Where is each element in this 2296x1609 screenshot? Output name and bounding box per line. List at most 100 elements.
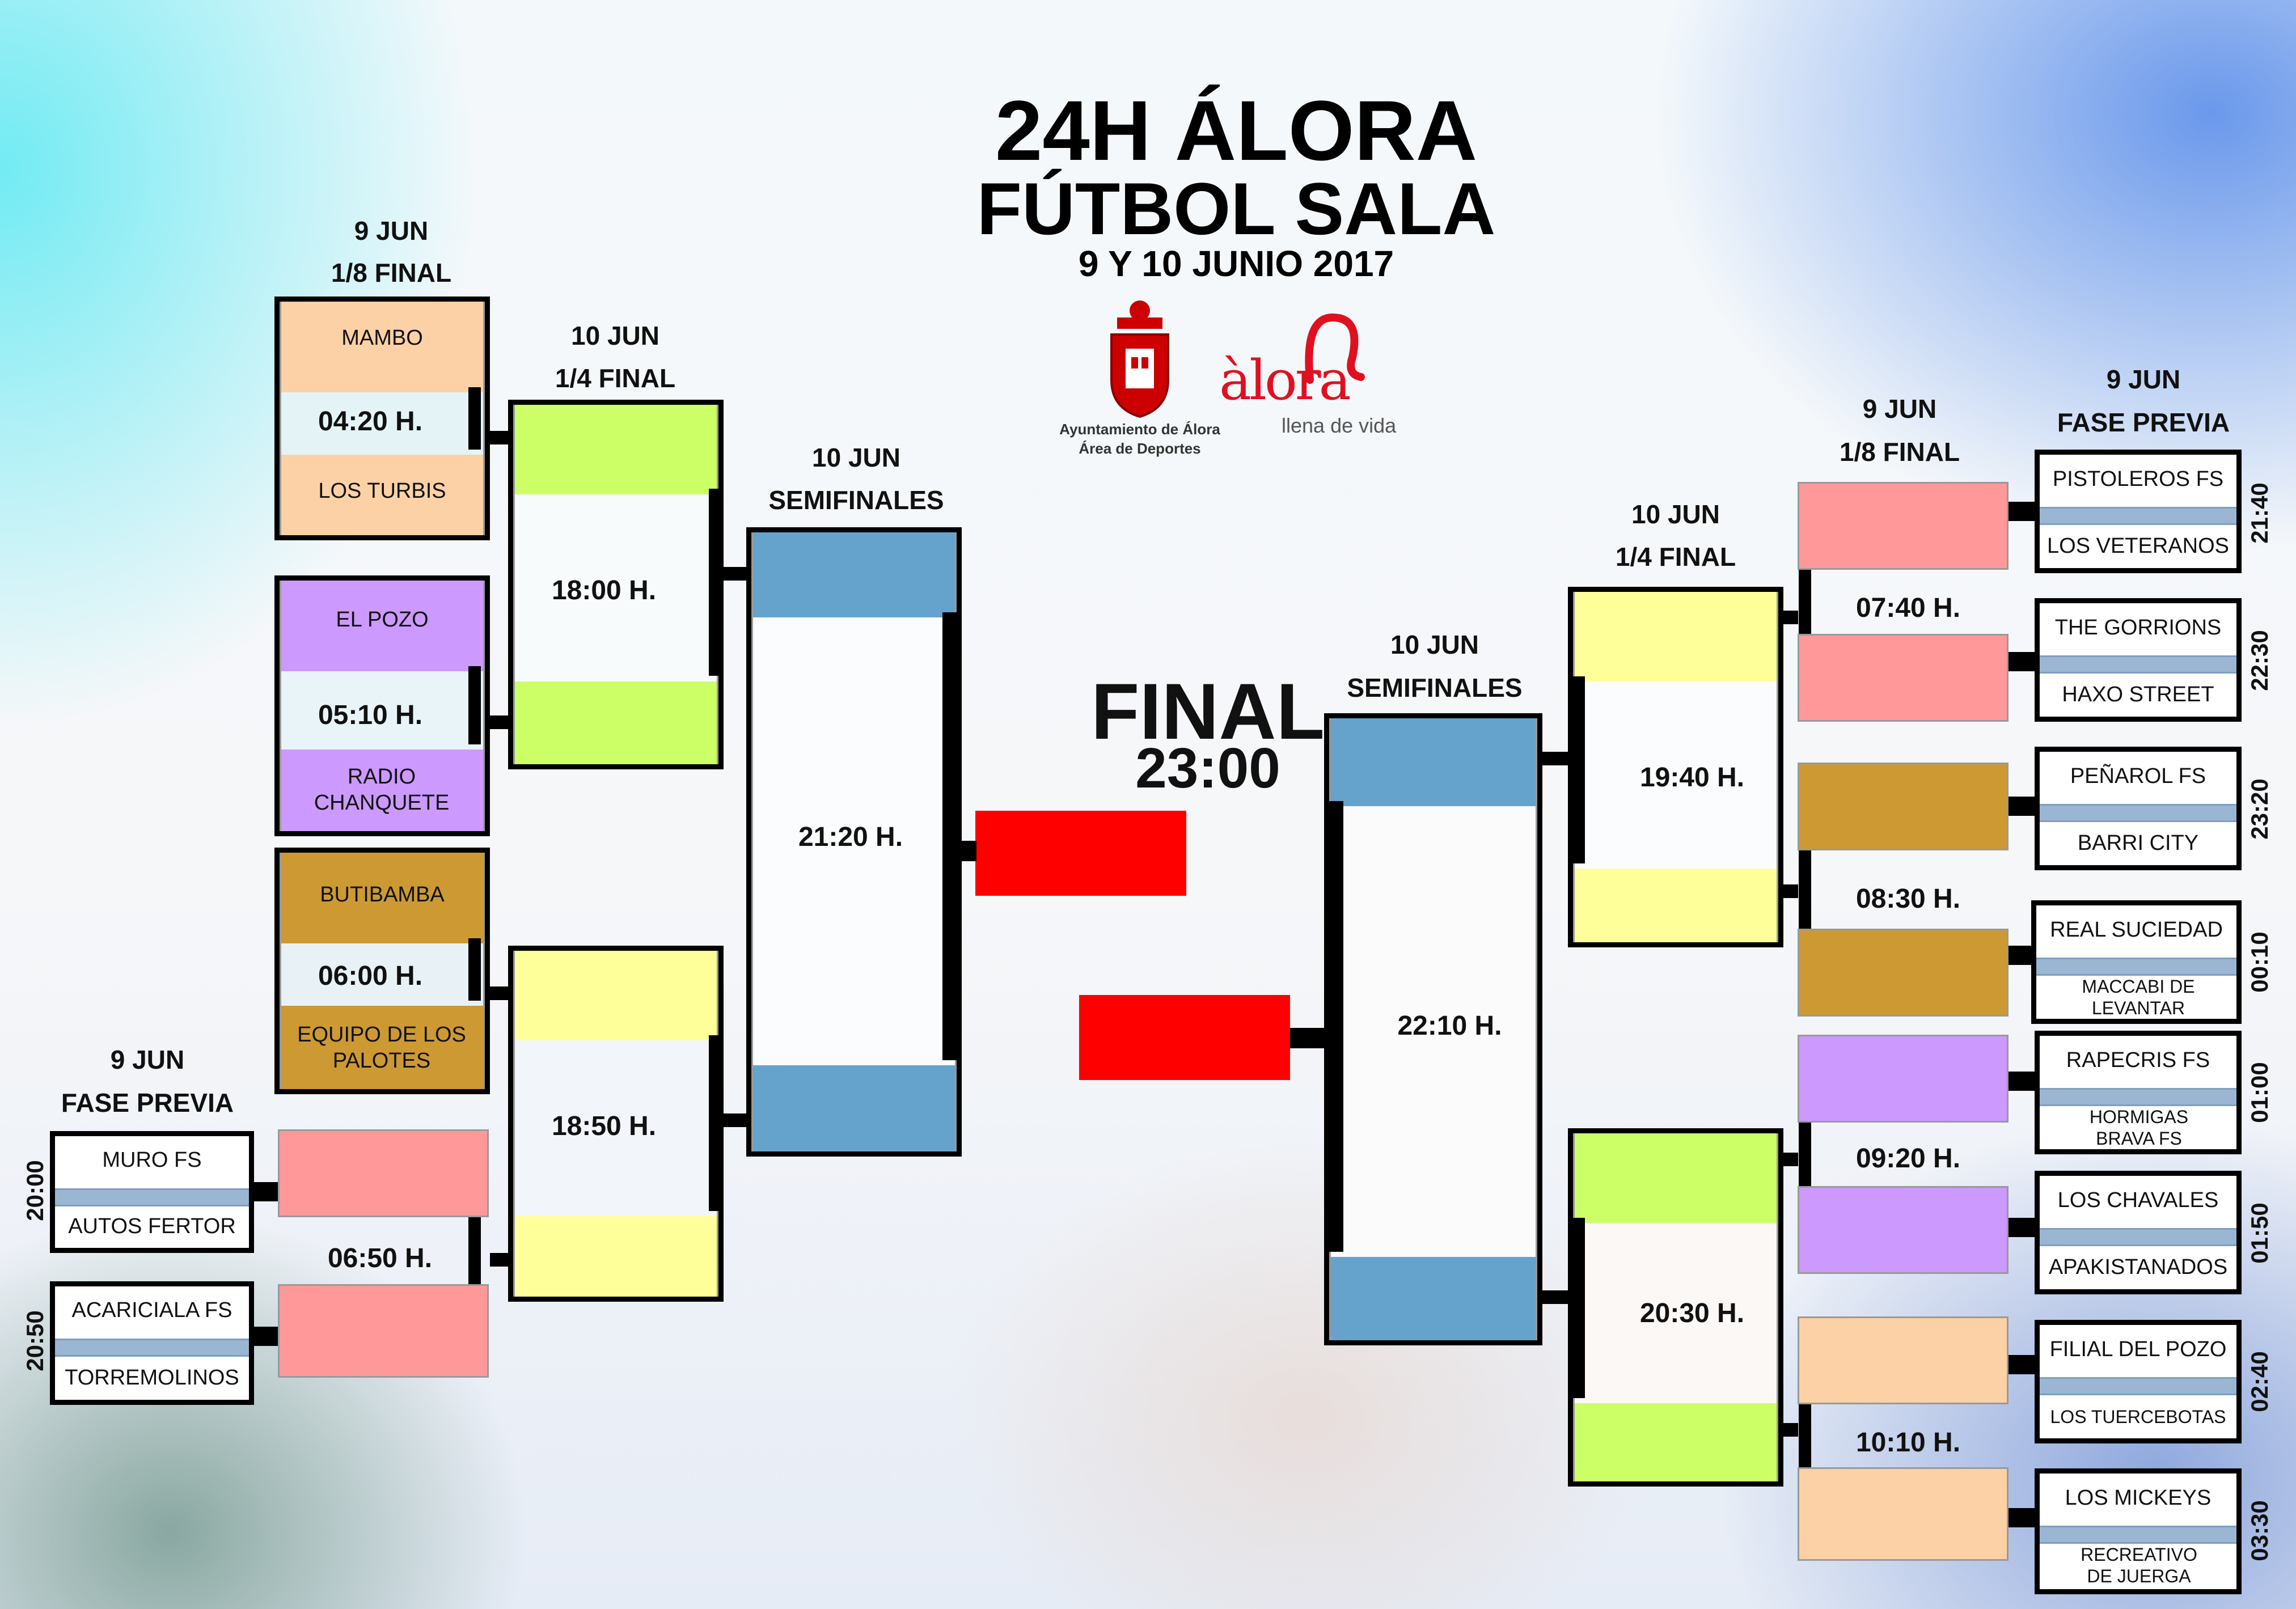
header-left-qf-day: 10 JUN <box>571 321 659 350</box>
header-right-sf-day: 10 JUN <box>1390 630 1479 659</box>
right-pre-match-3: PEÑAROL FS BARRI CITY <box>2035 747 2242 870</box>
team-name: BARRI CITY <box>2077 831 2199 856</box>
final-time: 23:00 <box>1135 736 1280 800</box>
match-time: 07:40 H. <box>1855 593 1961 623</box>
left-r16-match-1: MAMBO 04:20 H. LOS TURBIS <box>274 297 490 540</box>
coat-of-arms-icon <box>1110 300 1169 418</box>
match-time: 18:00 H. <box>551 575 657 606</box>
right-r16-slot[interactable] <box>1798 1316 2009 1404</box>
team-name: RAPECRIS FS <box>2066 1048 2210 1073</box>
right-r16-slot[interactable] <box>1798 634 2009 722</box>
header-right-r16-round: 1/8 FINAL <box>1839 437 1960 467</box>
pre-time: 22:30 <box>2246 630 2273 691</box>
left-r16-slot-top[interactable] <box>278 1129 489 1217</box>
right-r16-slot[interactable] <box>1798 1186 2009 1274</box>
left-pre-match-2: ACARICIALA FS TORREMOLINOS <box>50 1281 254 1405</box>
team-name: LOS MICKEYS <box>2065 1486 2212 1510</box>
header-right-r16-day: 9 JUN <box>1862 394 1937 424</box>
right-sf-match: 22:10 H. <box>1324 713 1542 1345</box>
match-time: 19:40 H. <box>1639 763 1745 793</box>
team-name: MACCABI DE LEVANTAR <box>2082 976 2195 1018</box>
right-r16-slot[interactable] <box>1798 1035 2009 1123</box>
match-time: 18:50 H. <box>551 1111 657 1141</box>
header-right-sf-round: SEMIFINALES <box>1347 673 1523 702</box>
left-qf-match-2: 18:50 H. <box>508 946 724 1302</box>
left-qf-match-1: 18:00 H. <box>508 400 724 769</box>
header-right-qf-day: 10 JUN <box>1631 499 1720 529</box>
right-pre-match-2: THE GORRIONS HAXO STREET <box>2035 598 2242 722</box>
match-time: 21:20 H. <box>798 822 903 852</box>
right-pre-match-4: REAL SUCIEDAD MACCABI DE LEVANTAR <box>2031 900 2242 1024</box>
left-pre-match-1: MURO FS AUTOS FERTOR <box>50 1131 254 1253</box>
team-name: LOS TUERCEBOTAS <box>2050 1406 2226 1427</box>
team-name: APAKISTANADOS <box>2048 1255 2228 1280</box>
team-name: AUTOS FERTOR <box>68 1214 236 1239</box>
left-sf-match: 21:20 H. <box>746 527 962 1157</box>
team-name: EQUIPO DE LOS PALOTES <box>297 1023 466 1073</box>
brand-logo: àlora llena de vida <box>1219 306 1401 454</box>
pre-time: 21:40 <box>2246 482 2273 544</box>
team-name: LOS CHAVALES <box>2057 1188 2219 1213</box>
header-left-sf-day: 10 JUN <box>812 443 900 472</box>
pre-time: 03:30 <box>2246 1500 2273 1561</box>
right-pre-match-6: LOS CHAVALES APAKISTANADOS <box>2035 1171 2242 1294</box>
right-pre-match-7: FILIAL DEL POZO LOS TUERCEBOTAS <box>2035 1320 2242 1443</box>
council-department: Área de Deportes <box>1079 440 1201 457</box>
right-qf-match-2: 20:30 H. <box>1568 1128 1783 1487</box>
match-time: 04:20 H. <box>318 407 423 437</box>
brand-wordmark: àlora <box>1219 349 1351 412</box>
right-r16-slot[interactable] <box>1798 482 2009 570</box>
match-time: 05:10 H. <box>318 700 423 730</box>
pre-time: 23:20 <box>2246 778 2273 840</box>
team-name: ACARICIALA FS <box>71 1298 232 1323</box>
pre-time: 00:10 <box>2246 931 2273 993</box>
match-time: 22:10 H. <box>1397 1011 1502 1041</box>
team-name: HAXO STREET <box>2062 683 2214 707</box>
team-name: REAL SUCIEDAD <box>2050 918 2223 942</box>
header-left-qf-round: 1/4 FINAL <box>555 363 676 393</box>
team-name: LOS TURBIS <box>318 479 446 503</box>
final-label: FINAL <box>1090 667 1325 756</box>
event-dates: 9 Y 10 JUNIO 2017 <box>1078 243 1394 284</box>
header-right-pre-day: 9 JUN <box>2106 365 2181 394</box>
team-name: RADIO CHANQUETE <box>314 765 450 815</box>
pre-time: 02:40 <box>2246 1351 2273 1412</box>
team-name: MURO FS <box>102 1148 202 1172</box>
team-name: LOS VETERANOS <box>2047 534 2229 558</box>
pre-time: 01:50 <box>2246 1202 2273 1264</box>
page-title: 24H ÁLORA <box>995 83 1478 178</box>
right-r16-slot[interactable] <box>1798 1467 2009 1561</box>
team-name: TORREMOLINOS <box>65 1366 239 1390</box>
right-pre-match-1: PISTOLEROS FS LOS VETERANOS <box>2035 450 2242 573</box>
team-name: PEÑAROL FS <box>2070 764 2206 789</box>
match-time: 06:00 H. <box>318 961 423 991</box>
left-r16-match-3: BUTIBAMBA 06:00 H. EQUIPO DE LOS PALOTES <box>274 848 490 1094</box>
brand-tagline: llena de vida <box>1282 414 1397 437</box>
right-r16-slot[interactable] <box>1798 763 2009 850</box>
final-slot-left[interactable] <box>975 811 1186 896</box>
left-r16-slot-bottom[interactable] <box>278 1284 489 1378</box>
final-slot-right[interactable] <box>1079 995 1290 1080</box>
right-r16-slot[interactable] <box>1798 929 2009 1017</box>
pre-time: 20:50 <box>22 1310 48 1371</box>
team-name: MAMBO <box>341 326 423 350</box>
right-pre-match-5: RAPECRIS FS HORMIGAS BRAVA FS <box>2035 1031 2242 1154</box>
team-name: RECREATIVO DE JUERGA <box>2081 1544 2197 1586</box>
right-pre-match-8: LOS MICKEYS RECREATIVO DE JUERGA <box>2035 1468 2242 1594</box>
team-name: HORMIGAS BRAVA FS <box>2089 1106 2189 1149</box>
page-subtitle: FÚTBOL SALA <box>976 167 1496 250</box>
header-left-r16-day: 9 JUN <box>354 216 429 245</box>
match-time: 08:30 H. <box>1855 884 1961 914</box>
team-name: THE GORRIONS <box>2054 616 2222 640</box>
team-name: BUTIBAMBA <box>320 883 445 907</box>
header-right-pre-round: FASE PREVIA <box>2057 408 2230 437</box>
brand-swirl-icon <box>1305 313 1365 384</box>
header-left-pre-day: 9 JUN <box>110 1045 185 1074</box>
right-qf-match-1: 19:40 H. <box>1568 587 1783 947</box>
council-logo: Ayuntamiento de Álora Área de Deportes <box>1055 295 1225 459</box>
match-time: 09:20 H. <box>1855 1144 1961 1174</box>
match-time: 06:50 H. <box>327 1243 433 1273</box>
pre-time: 01:00 <box>2246 1062 2273 1123</box>
team-name: EL POZO <box>336 608 429 632</box>
council-name: Ayuntamiento de Álora <box>1059 421 1220 438</box>
